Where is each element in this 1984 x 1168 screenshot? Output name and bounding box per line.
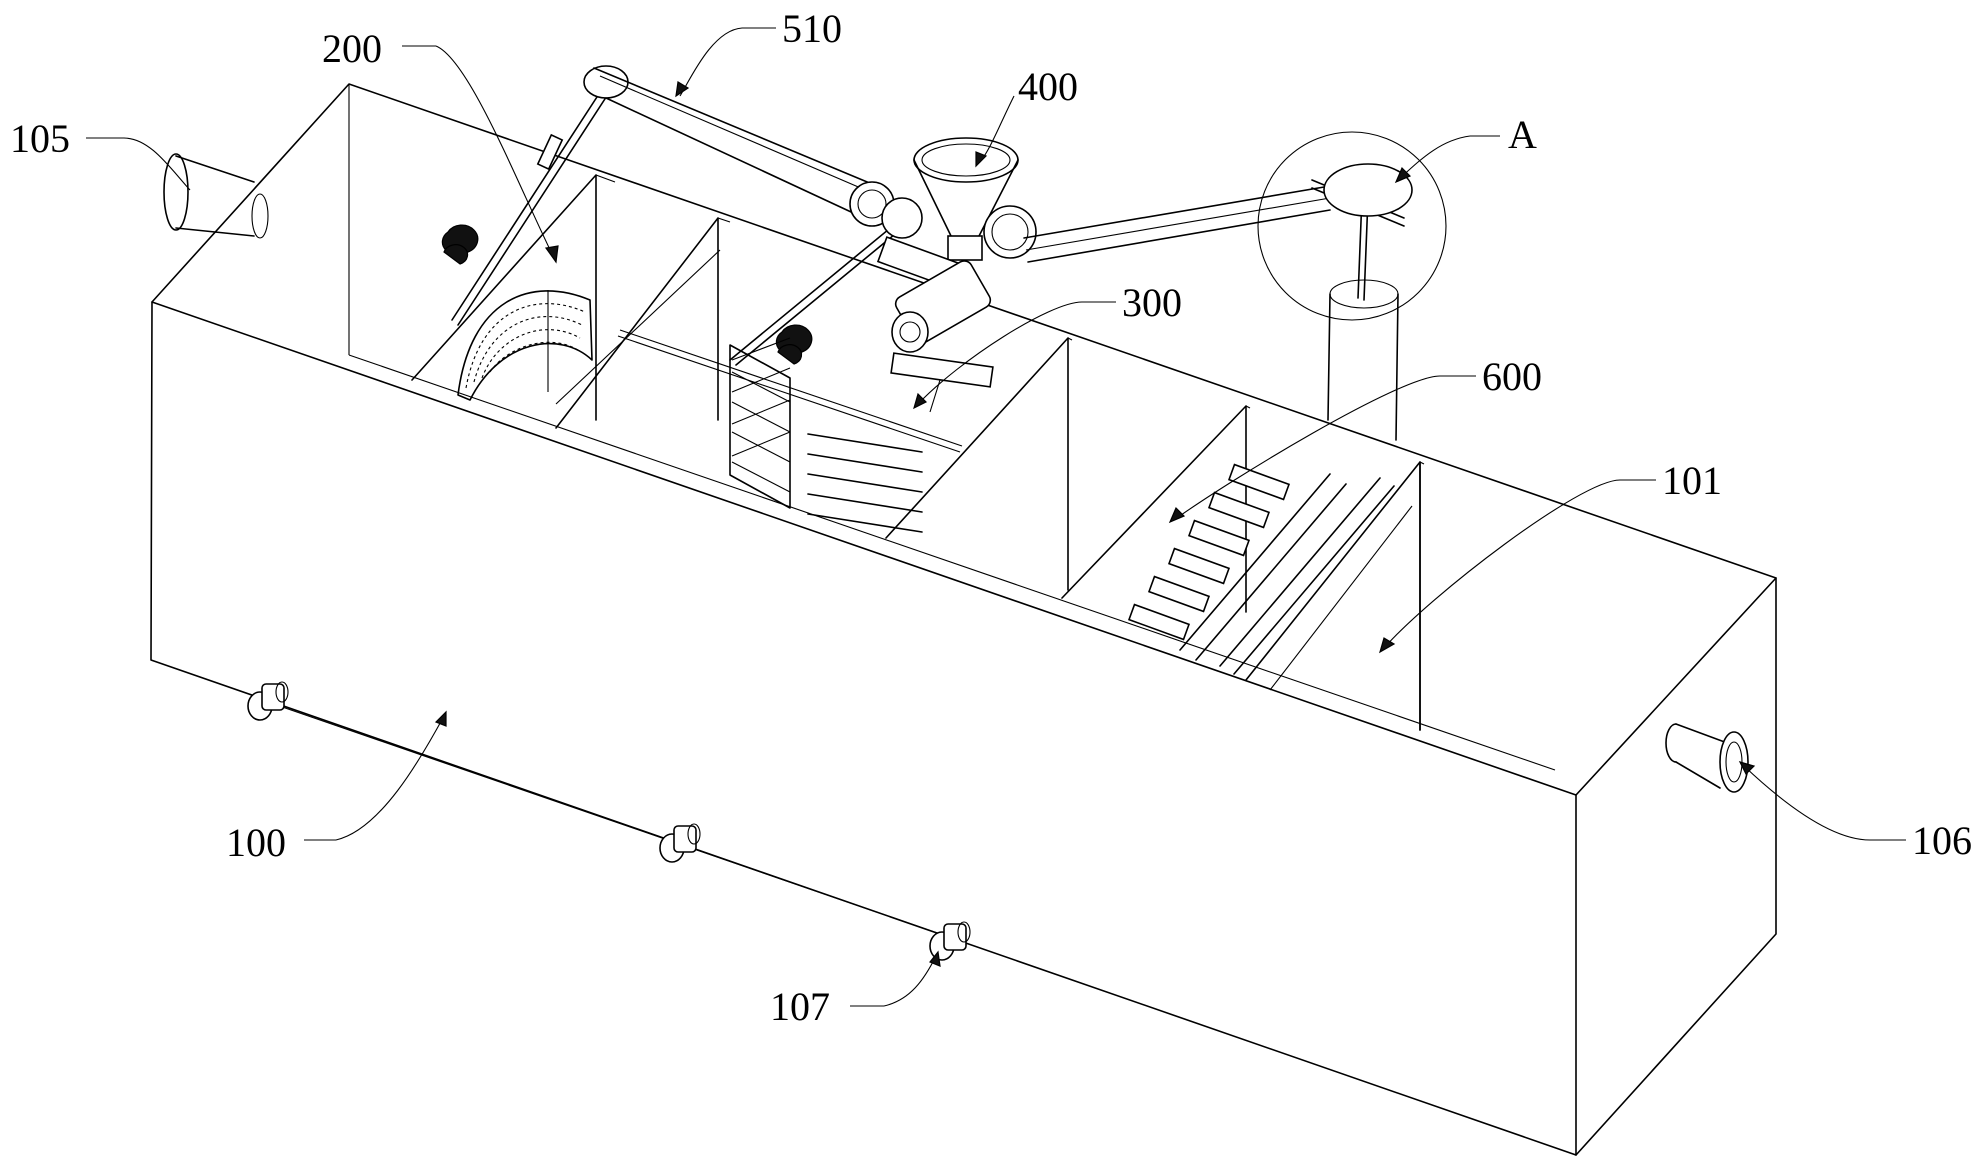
label-106: 106	[1912, 818, 1972, 863]
pump-motor	[890, 260, 994, 413]
drum-screen	[457, 290, 593, 401]
label-105: 105	[10, 116, 70, 161]
label-101: 101	[1662, 458, 1722, 503]
inlet-pipe-105	[163, 153, 269, 239]
label-107: 107	[770, 984, 830, 1029]
drain-valve	[929, 921, 971, 961]
label-400: 400	[1018, 64, 1078, 109]
drive-shafts	[441, 79, 963, 453]
belt-drive	[583, 65, 895, 227]
label-600: 600	[1482, 354, 1542, 399]
callout-labels: 105 200 510 400 A 300 600 101 106 100 10…	[10, 6, 1972, 1029]
baffle-grid	[729, 337, 923, 533]
drain-valve	[247, 681, 289, 721]
outlet-pipe-106	[1665, 723, 1749, 793]
detail-a-circle	[1257, 131, 1447, 441]
drain-valve	[659, 823, 701, 863]
label-300: 300	[1122, 280, 1182, 325]
label-200: 200	[322, 26, 382, 71]
label-A: A	[1508, 112, 1537, 157]
label-510: 510	[782, 6, 842, 51]
leader-lines	[86, 27, 1906, 1007]
label-100: 100	[226, 820, 286, 865]
tank-body	[150, 83, 1777, 1156]
drain-valves-107	[247, 681, 971, 961]
tube-bundle	[1127, 463, 1413, 691]
